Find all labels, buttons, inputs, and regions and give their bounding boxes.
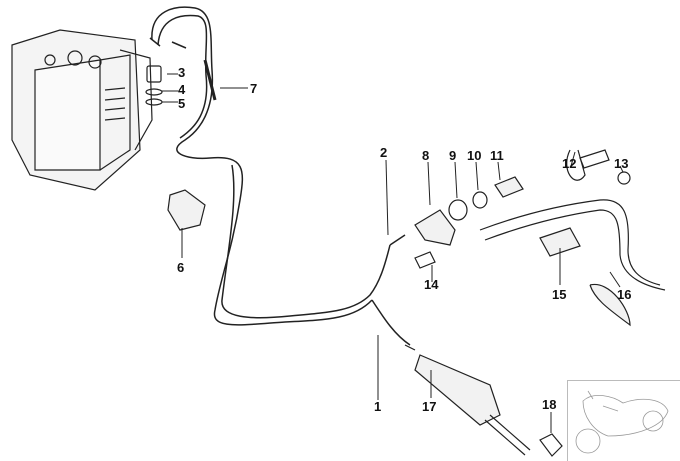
callout-7: 7 (250, 81, 258, 96)
callout-5: 5 (178, 96, 186, 111)
callout-2: 2 (380, 145, 388, 160)
brake-lines (149, 6, 411, 346)
callout-18: 18 (542, 397, 557, 412)
callout-9: 9 (449, 148, 457, 163)
callout-13: 13 (614, 156, 629, 171)
abs-unit (11, 29, 153, 191)
leader-lines (162, 73, 624, 433)
part-6-clip (167, 189, 206, 231)
callout-16: 16 (617, 287, 632, 302)
parts-3-5 (145, 65, 163, 106)
parts-17-18 (404, 344, 563, 457)
callout-6: 6 (177, 260, 185, 275)
motorcycle-thumbnail (567, 380, 680, 461)
callout-15: 15 (552, 287, 567, 302)
callout-4: 4 (178, 82, 186, 97)
callout-10: 10 (467, 148, 482, 163)
callout-14: 14 (424, 277, 439, 292)
callout-1: 1 (374, 399, 382, 414)
callout-8: 8 (422, 148, 430, 163)
callout-3: 3 (178, 65, 186, 80)
callout-12: 12 (562, 156, 577, 171)
callout-11: 11 (490, 148, 504, 163)
parts-8-11 (414, 149, 666, 327)
callout-17: 17 (422, 399, 437, 414)
motorcycle-icon (575, 390, 669, 454)
